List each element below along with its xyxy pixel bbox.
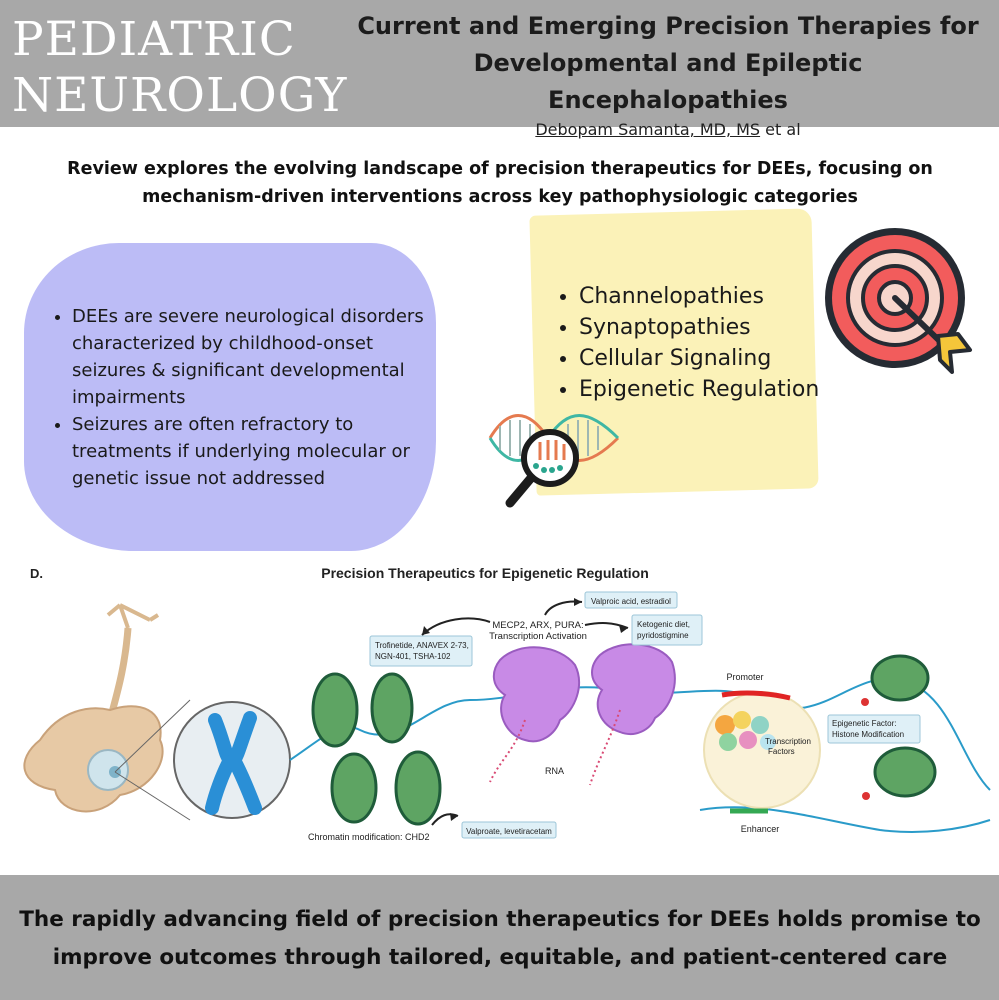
figure-title: Precision Therapeutics for Epigenetic Re…	[321, 565, 649, 581]
conclusion-line1: The rapidly advancing field of precision…	[19, 907, 981, 932]
epigenetic-figure: D. Precision Therapeutics for Epigenetic…	[23, 565, 991, 842]
box-ketogenic-1: Ketogenic diet,	[637, 620, 690, 629]
background-panel: DEEs are severe neurological disorders c…	[24, 243, 436, 551]
summary-line1: Review explores the evolving landscape o…	[67, 159, 933, 179]
journal-name-line2: NEUROLOGY	[12, 68, 348, 123]
nucleosomes	[311, 654, 937, 826]
summary-line2: mechanism-driven interventions across ke…	[142, 187, 858, 207]
transcription-label-1: MECP2, ARX, PURA:	[492, 620, 583, 631]
neuron-illustration	[23, 603, 164, 813]
box-valproic: Valproic acid, estradiol	[591, 597, 671, 606]
article-title-line1: Current and Emerging Precision Therapies…	[357, 12, 979, 40]
author-link[interactable]: Debopam Samanta, MD, MS	[535, 120, 761, 139]
transcription-label-2: Transcription Activation	[489, 631, 587, 642]
journal-logo: PEDIATRIC NEUROLOGY	[12, 12, 347, 124]
chromosome-illustration	[173, 701, 291, 819]
background-list: DEEs are severe neurological disorders c…	[50, 303, 452, 492]
box-ketogenic-2: pyridostigmine	[637, 631, 689, 640]
category-item: Synaptopathies	[579, 312, 819, 343]
article-title-block: Current and Emerging Precision Therapies…	[352, 8, 984, 141]
category-item: Cellular Signaling	[579, 343, 819, 374]
journal-name-line1: PEDIATRIC	[12, 12, 296, 67]
epigenetic-factor-label-2: Histone Modification	[832, 730, 904, 739]
header-banner: PEDIATRIC NEUROLOGY Current and Emerging…	[0, 0, 999, 139]
summary-text: Review explores the evolving landscape o…	[40, 155, 960, 211]
conclusion-line2: improve outcomes through tailored, equit…	[52, 945, 948, 970]
target-icon	[825, 228, 972, 374]
background-item: DEEs are severe neurological disorders c…	[72, 303, 452, 411]
promoter-label: Promoter	[726, 672, 763, 682]
footer-banner: The rapidly advancing field of precision…	[0, 875, 999, 1000]
enhancer-label: Enhancer	[741, 824, 780, 834]
article-title-line2: Developmental and Epileptic Encephalopat…	[473, 49, 863, 114]
transcription-factors	[715, 711, 776, 751]
background-item: Seizures are often refractory to treatme…	[72, 411, 452, 492]
box-trofinetide-1: Trofinetide, ANAVEX 2-73,	[375, 641, 469, 650]
category-item: Epigenetic Regulation	[579, 374, 819, 405]
conclusion-text: The rapidly advancing field of precision…	[15, 901, 985, 977]
rna-label: RNA	[545, 766, 564, 776]
epigenetic-factor-label-1: Epigenetic Factor:	[832, 719, 896, 728]
transcription-factors-label-2: Factors	[768, 747, 795, 756]
box-valproate: Valproate, levetiracetam	[466, 827, 552, 836]
transcription-factors-label-1: Transcription	[765, 737, 811, 746]
author-suffix: et al	[760, 120, 801, 139]
chromatin-label: Chromatin modification: CHD2	[308, 832, 430, 842]
category-item: Channelopathies	[579, 281, 819, 312]
dna-magnifier-icon	[488, 414, 620, 508]
rna-polymerase	[489, 643, 676, 786]
categories-list: Channelopathies Synaptopathies Cellular …	[553, 281, 819, 405]
figure-panel-letter: D.	[30, 566, 43, 581]
article-authors: Debopam Samanta, MD, MS et al	[352, 119, 984, 141]
box-trofinetide-2: NGN-401, TSHA-102	[375, 652, 451, 661]
